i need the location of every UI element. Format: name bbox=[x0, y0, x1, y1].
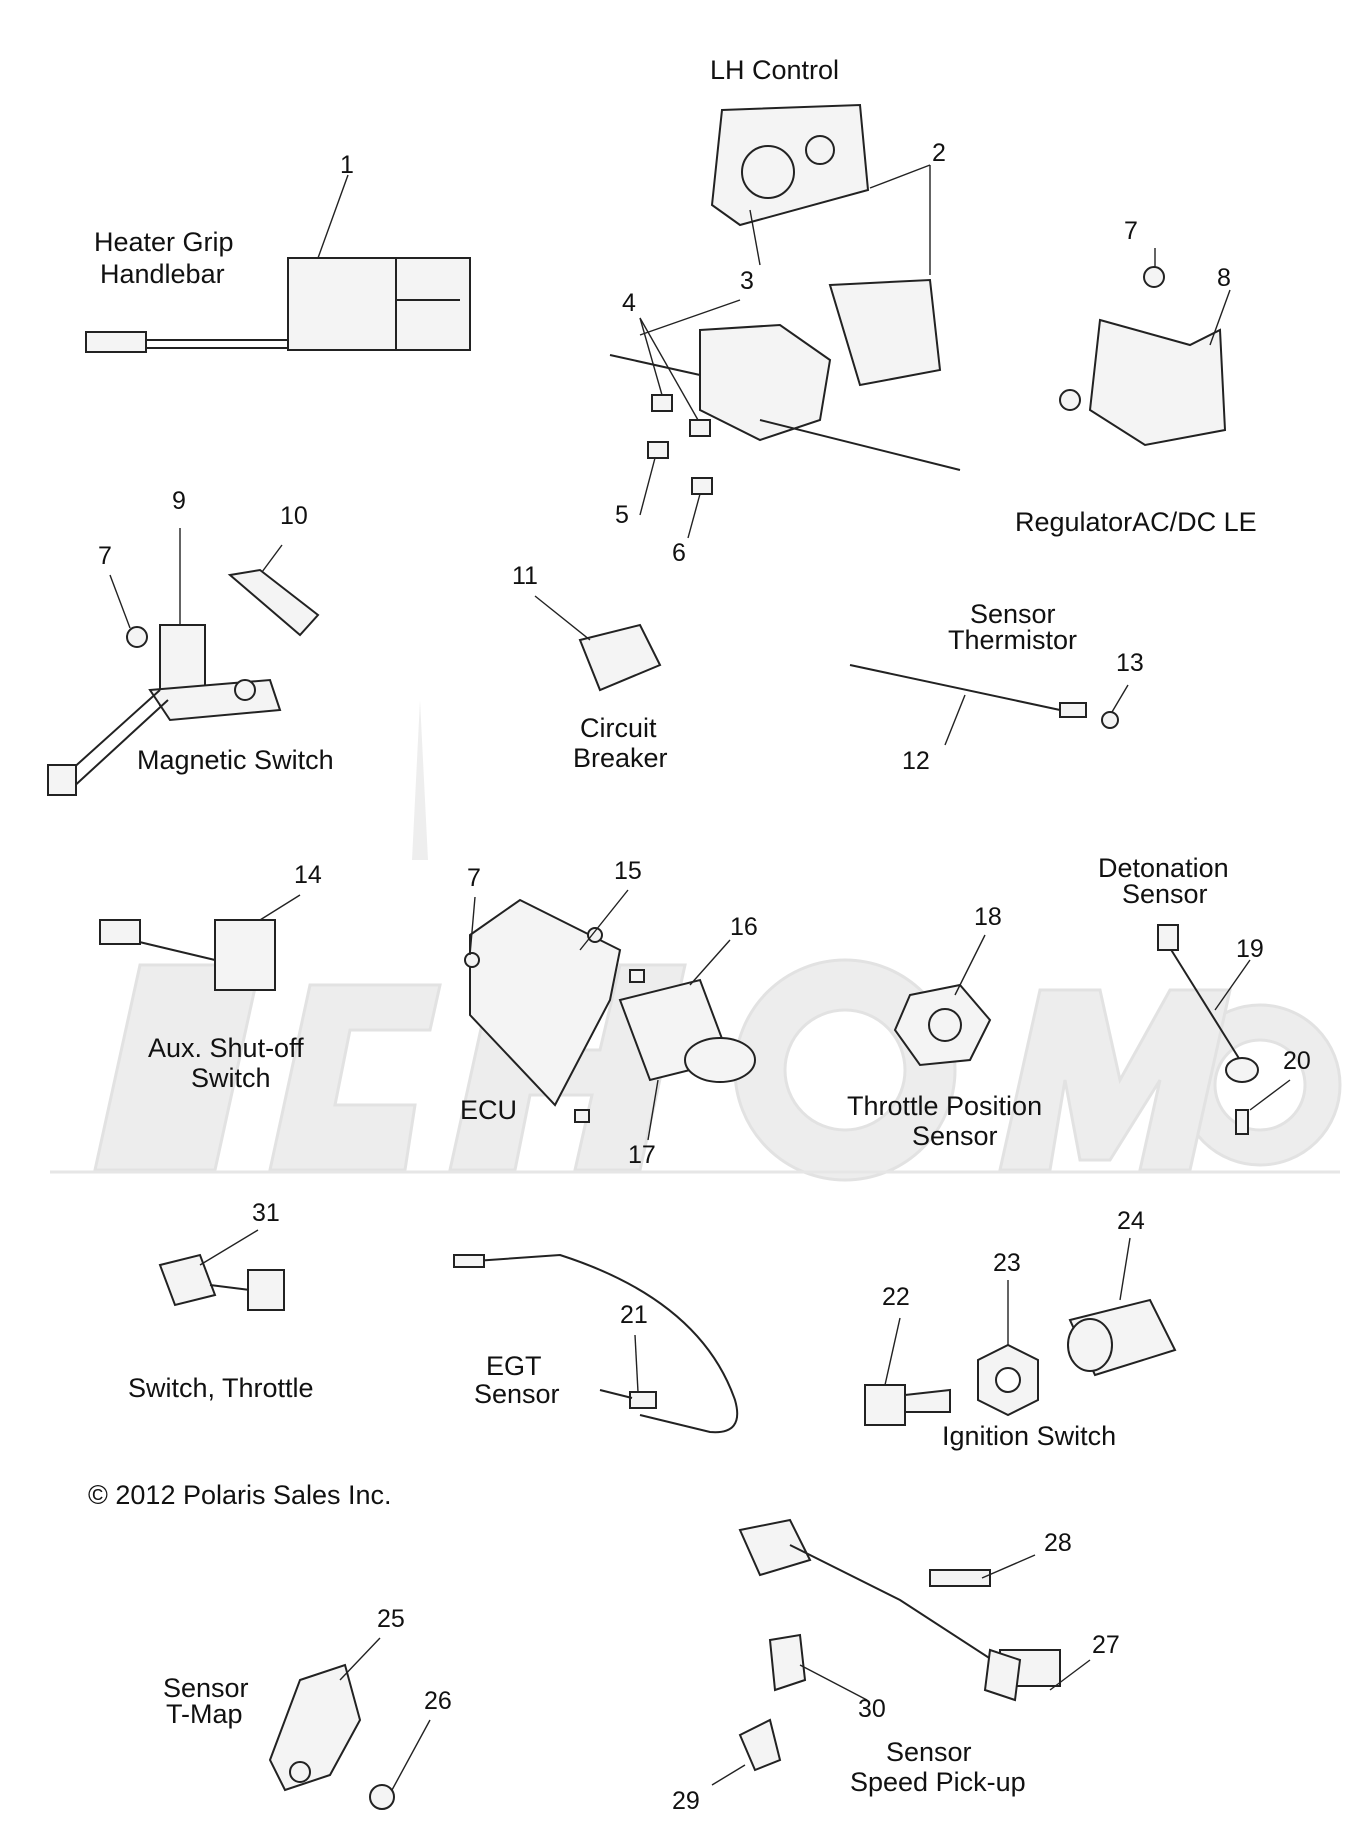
part-ecu bbox=[464, 889, 756, 1141]
callout-11: 11 bbox=[512, 562, 538, 590]
callout-6: 6 bbox=[672, 539, 686, 567]
label-sensor-thermistor-line2: Thermistor bbox=[948, 625, 1078, 655]
part-egt-sensor bbox=[453, 1253, 739, 1434]
callout-29: 29 bbox=[672, 1787, 700, 1815]
part-lh-control bbox=[609, 103, 961, 471]
callout-22: 22 bbox=[882, 1283, 910, 1311]
callout-7-magnetic: 7 bbox=[98, 542, 112, 570]
label-aux-shutoff-line2: Switch bbox=[191, 1063, 271, 1093]
callout-26: 26 bbox=[424, 1687, 452, 1715]
callout-15: 15 bbox=[614, 857, 642, 885]
label-magnetic-switch: Magnetic Switch bbox=[137, 745, 334, 775]
label-switch-throttle: Switch, Throttle bbox=[128, 1373, 314, 1403]
label-tmap-line2: T-Map bbox=[166, 1699, 243, 1729]
callout-21: 21 bbox=[620, 1301, 648, 1329]
label-ignition-switch: Ignition Switch bbox=[942, 1421, 1117, 1451]
callout-17: 17 bbox=[628, 1141, 656, 1169]
callout-16: 16 bbox=[730, 913, 758, 941]
label-lh-control: LH Control bbox=[710, 55, 840, 85]
callout-7-ecu: 7 bbox=[467, 864, 481, 892]
part-aux-switch bbox=[99, 894, 301, 991]
part-circuit-breaker bbox=[534, 595, 662, 692]
label-heater-grip-line2: Handlebar bbox=[100, 259, 225, 289]
callout-20: 20 bbox=[1283, 1047, 1311, 1075]
callout-24: 24 bbox=[1117, 1207, 1145, 1235]
part-ignition-switch bbox=[864, 1237, 1177, 1426]
label-egt-line2: Sensor bbox=[474, 1379, 560, 1409]
callout-28: 28 bbox=[1044, 1529, 1072, 1557]
label-tps-line2: Sensor bbox=[912, 1121, 998, 1151]
label-detonation-line1: Detonation bbox=[1098, 853, 1229, 883]
callout-30: 30 bbox=[858, 1695, 886, 1723]
callout-5: 5 bbox=[615, 501, 629, 529]
label-regulator: RegulatorAC/DC LE bbox=[1015, 507, 1257, 537]
label-circuit-breaker-line2: Breaker bbox=[573, 743, 668, 773]
callout-14: 14 bbox=[294, 861, 322, 889]
part-thermistor bbox=[849, 664, 1129, 746]
callout-8: 8 bbox=[1217, 264, 1231, 292]
callout-10: 10 bbox=[280, 502, 308, 530]
part-magnetic-switch bbox=[47, 528, 320, 796]
part-screws-4-5-6 bbox=[639, 317, 713, 539]
callout-27: 27 bbox=[1092, 1631, 1120, 1659]
callout-18: 18 bbox=[974, 903, 1002, 931]
label-speed-line2: Speed Pick-up bbox=[850, 1767, 1026, 1797]
callout-4: 4 bbox=[622, 289, 636, 317]
part-tmap-sensor bbox=[268, 1637, 431, 1810]
callout-19: 19 bbox=[1236, 935, 1264, 963]
callout-25: 25 bbox=[377, 1605, 405, 1633]
part-detonation-sensor bbox=[1157, 924, 1291, 1135]
part-switch-throttle bbox=[158, 1229, 285, 1311]
label-circuit-breaker-line1: Circuit bbox=[580, 713, 657, 743]
callout-12: 12 bbox=[902, 747, 930, 775]
part-heater-grip bbox=[85, 174, 471, 353]
callout-31: 31 bbox=[252, 1199, 280, 1227]
label-speed-line1: Sensor bbox=[886, 1737, 972, 1767]
label-tmap-line1: Sensor bbox=[163, 1673, 249, 1703]
label-ecu: ECU bbox=[460, 1095, 518, 1125]
label-aux-shutoff-line1: Aux. Shut-off bbox=[148, 1033, 304, 1063]
callout-7-regulator: 7 bbox=[1124, 217, 1138, 245]
part-tps bbox=[893, 934, 992, 1067]
label-sensor-thermistor-line1: Sensor bbox=[970, 599, 1056, 629]
copyright-notice: © 2012 Polaris Sales Inc. bbox=[88, 1480, 392, 1510]
callout-3: 3 bbox=[740, 267, 754, 295]
callout-2: 2 bbox=[932, 139, 946, 167]
label-detonation-line2: Sensor bbox=[1122, 879, 1208, 909]
label-heater-grip-line1: Heater Grip bbox=[94, 227, 234, 257]
callout-1: 1 bbox=[340, 151, 354, 179]
label-tps-line1: Throttle Position bbox=[847, 1091, 1043, 1121]
label-egt-line1: EGT bbox=[486, 1351, 542, 1381]
callout-9: 9 bbox=[172, 487, 186, 515]
part-regulator bbox=[1059, 248, 1231, 447]
part-speed-sensor bbox=[711, 1518, 1091, 1786]
callout-23: 23 bbox=[993, 1249, 1021, 1277]
callout-13: 13 bbox=[1116, 649, 1144, 677]
